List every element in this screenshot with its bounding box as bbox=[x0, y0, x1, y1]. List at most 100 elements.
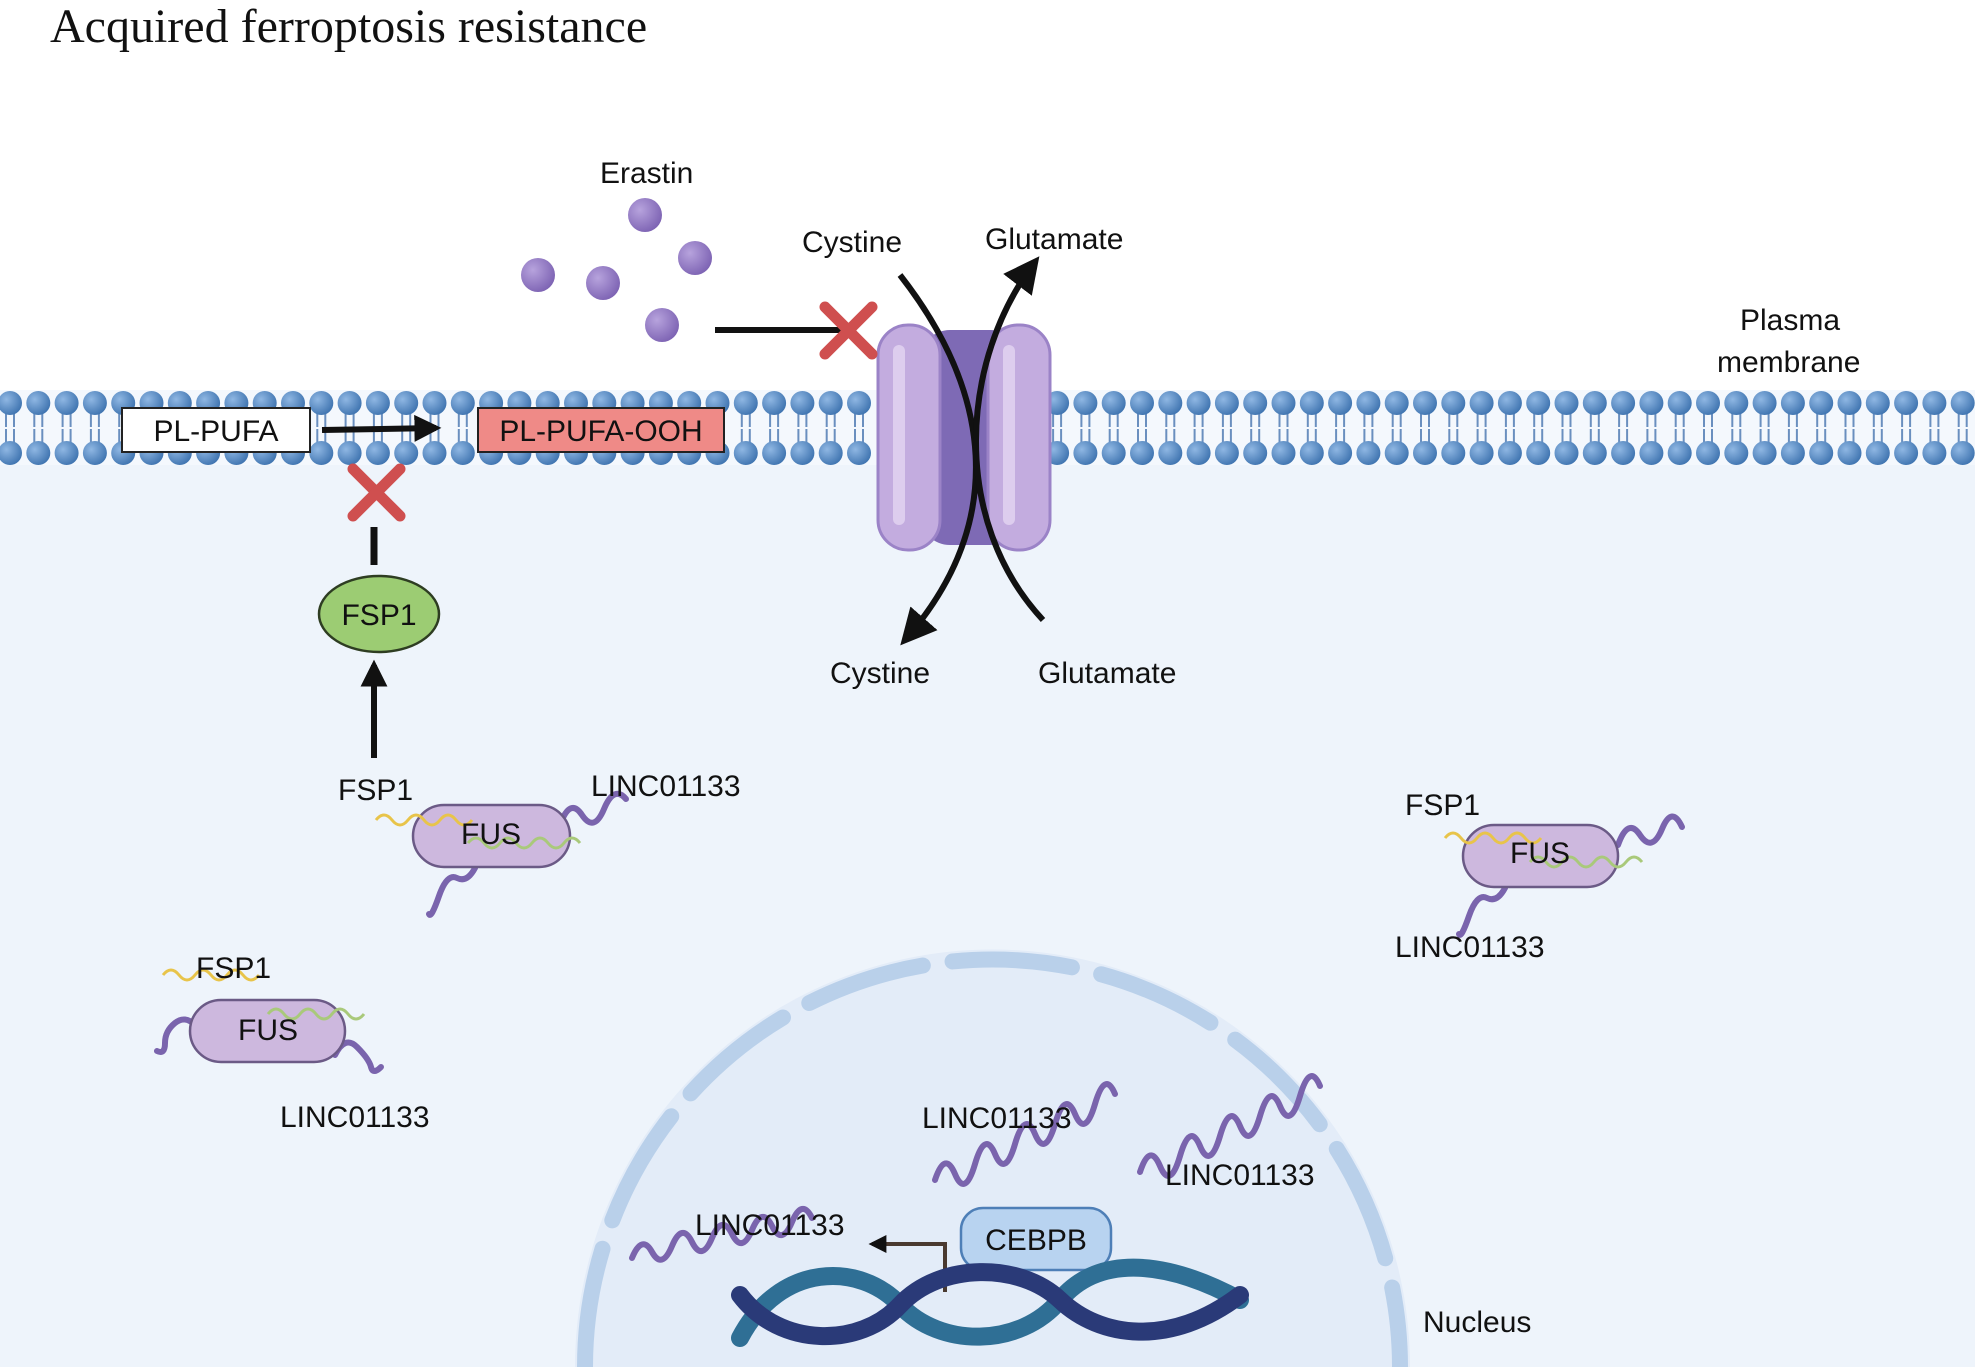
lipid-tail bbox=[1108, 413, 1119, 427]
lipid-tail bbox=[1957, 429, 1968, 443]
fus-complex-1: FUS FSP1 LINC01133 bbox=[338, 770, 741, 918]
lipid-head bbox=[1214, 391, 1239, 415]
nuclear-envelope bbox=[577, 951, 1408, 1367]
lipid-head bbox=[1328, 391, 1353, 415]
linc01133-rna bbox=[1456, 885, 1508, 938]
lipid-tail bbox=[61, 429, 72, 443]
lipid-head bbox=[818, 391, 843, 415]
fsp1-mrna bbox=[466, 836, 582, 850]
erastin-molecule-icon bbox=[678, 241, 712, 275]
lipid-tail bbox=[1561, 429, 1572, 443]
lipid-tail bbox=[1080, 429, 1091, 443]
erastin-molecule-icon bbox=[521, 258, 555, 292]
lipid-tail bbox=[1306, 413, 1317, 427]
lipid-tail bbox=[1221, 413, 1232, 427]
fsp1-mrna bbox=[1528, 855, 1644, 869]
lipid-head bbox=[1441, 391, 1466, 415]
lipid-tail bbox=[1448, 413, 1459, 427]
lipid-tail bbox=[1618, 413, 1629, 427]
erastin-molecules bbox=[521, 198, 712, 342]
fsp1-mrna bbox=[161, 968, 261, 982]
lipid-head bbox=[422, 391, 447, 415]
lipid-head bbox=[790, 391, 815, 415]
lipid-head bbox=[1809, 391, 1834, 415]
lipid-tail bbox=[1278, 429, 1289, 443]
lipid-tail bbox=[854, 429, 864, 443]
lipid-tail bbox=[1731, 413, 1742, 427]
lipid-tail bbox=[1957, 413, 1968, 427]
fsp1-protein-label: FSP1 bbox=[341, 599, 416, 632]
lipid-head bbox=[1413, 391, 1437, 415]
lipid-head bbox=[82, 441, 107, 465]
lipid-tail bbox=[1391, 413, 1402, 427]
lipid-head bbox=[450, 391, 475, 415]
lipid-head bbox=[1101, 391, 1126, 415]
lipid-tail bbox=[1052, 429, 1063, 443]
lipid-head bbox=[1073, 391, 1098, 415]
lipid-tail bbox=[33, 413, 44, 427]
lipid-head bbox=[1554, 391, 1579, 415]
lipid-tail bbox=[854, 413, 864, 427]
linc01133-rna bbox=[154, 1016, 198, 1055]
lipid-tail bbox=[1306, 429, 1317, 443]
linc01133-rna bbox=[1615, 813, 1685, 848]
diagram-title: Acquired ferroptosis resistance bbox=[50, 0, 647, 53]
lipid-tail bbox=[1278, 413, 1289, 427]
lipid-head bbox=[1752, 441, 1777, 465]
lipid-tail bbox=[1193, 429, 1204, 443]
glutamate-inside-label: Glutamate bbox=[1038, 657, 1176, 690]
linc01133-label: LINC01133 bbox=[1395, 931, 1545, 964]
lipid-head bbox=[1809, 441, 1834, 465]
lipid-tail bbox=[1674, 413, 1685, 427]
lipid-head bbox=[1101, 441, 1126, 465]
lipid-head bbox=[790, 441, 815, 465]
pl-pufa-ooh-box bbox=[477, 407, 725, 453]
lipid-tail bbox=[740, 429, 751, 443]
lipid-tail bbox=[1221, 429, 1232, 443]
lipid-tail bbox=[1703, 429, 1713, 443]
nucleus-linc01133-label-1: LINC01133 bbox=[922, 1102, 1072, 1135]
lipid-head bbox=[1441, 441, 1466, 465]
lipid-tail bbox=[5, 429, 15, 443]
lipid-head bbox=[1752, 391, 1777, 415]
lipid-head bbox=[1186, 391, 1211, 415]
lipid-head bbox=[1724, 391, 1749, 415]
lipid-tail bbox=[1052, 413, 1063, 427]
nucleus-linc01133-label-2: LINC01133 bbox=[1165, 1159, 1315, 1192]
lipid-tail bbox=[1618, 429, 1629, 443]
lipid-head bbox=[365, 391, 390, 415]
fus-label: FUS bbox=[1510, 837, 1570, 870]
lipid-tail bbox=[89, 413, 100, 427]
lipid-head bbox=[309, 441, 334, 465]
lipid-head bbox=[1865, 441, 1890, 465]
lipid-head bbox=[1356, 441, 1381, 465]
lipid-head bbox=[1639, 441, 1664, 465]
lipid-head bbox=[733, 391, 758, 415]
lipid-head bbox=[1073, 441, 1098, 465]
lipid-head bbox=[26, 391, 51, 415]
lipid-head bbox=[1214, 441, 1239, 465]
lipid-tail bbox=[1108, 429, 1119, 443]
fsp1-mrna-label: FSP1 bbox=[1405, 789, 1480, 822]
fus-label: FUS bbox=[461, 818, 521, 851]
lipid-tail bbox=[1476, 429, 1487, 443]
lipid-tail bbox=[1759, 413, 1770, 427]
linc01133-label: LINC01133 bbox=[591, 770, 741, 803]
linc01133-rna bbox=[629, 1206, 815, 1263]
lipid-head bbox=[1497, 441, 1522, 465]
lipid-tail bbox=[1589, 413, 1600, 427]
pl-pufa-label: PL-PUFA bbox=[153, 415, 278, 448]
lipid-head bbox=[847, 391, 871, 415]
lipid-tail bbox=[1137, 413, 1147, 427]
lipid-tail bbox=[1561, 413, 1572, 427]
lipid-tail bbox=[1844, 429, 1855, 443]
lipid-head bbox=[1696, 391, 1720, 415]
lipid-tail bbox=[1137, 429, 1147, 443]
lipid-tail bbox=[1816, 429, 1827, 443]
lipid-head bbox=[1158, 391, 1183, 415]
lipid-tail bbox=[1787, 413, 1798, 427]
lipid-head bbox=[1696, 441, 1720, 465]
lipid-tail bbox=[1901, 413, 1912, 427]
lipid-tail bbox=[825, 429, 836, 443]
lipid-tail bbox=[1193, 413, 1204, 427]
